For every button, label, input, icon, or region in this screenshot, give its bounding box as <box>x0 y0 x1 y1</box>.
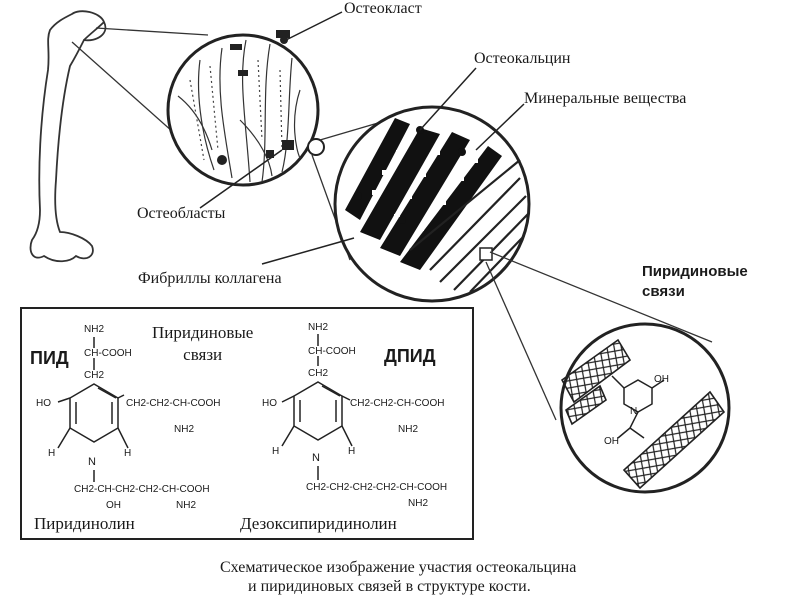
crosslink-inset-circle <box>559 322 731 494</box>
bone-tissue-circle <box>166 30 320 187</box>
label-osteocalcin: Остеокальцин <box>474 50 571 67</box>
collagen-helix-right <box>622 390 726 490</box>
pid-bottom-chain: CH2-CH-CH2-CH2-CH-COOH <box>74 484 210 495</box>
chem-box-title-line1: Пиридиновые <box>152 323 254 342</box>
pid-bottom-nh2: NH2 <box>176 500 197 511</box>
collagen-fibrils-circle <box>333 105 531 303</box>
label-pyridinoline-links: Пиридиновые связи <box>642 262 748 302</box>
dpid-bottom-chain: CH2-CH2-CH2-CH2-CH-COOH <box>306 482 448 493</box>
dpid-h-left: H <box>272 446 280 457</box>
pid-h-right: H <box>124 448 132 459</box>
pid-h-left: H <box>48 448 56 459</box>
chemistry-box <box>20 307 474 540</box>
caption-line2: и пиридиновых связей в структуре кости. <box>248 578 531 595</box>
dpid-ch-cooh: CH-COOH <box>308 346 356 357</box>
dpid-nh2-top: NH2 <box>308 322 329 333</box>
label-pointers <box>199 11 525 265</box>
label-collagen-fibrils: Фибриллы коллагена <box>138 270 282 287</box>
pid-ch2-top: CH2 <box>84 370 105 381</box>
chem-box-title-line2: связи <box>183 345 223 364</box>
label-osteoclast: Остеокласт <box>344 0 422 17</box>
dpid-structure <box>281 334 353 480</box>
pid-ho: HO <box>36 398 51 409</box>
pid-bottom-oh: OH <box>106 500 121 511</box>
pid-ch-cooh: CH-COOH <box>84 348 132 359</box>
caption-line1: Схематическое изображение участия остеок… <box>220 559 577 576</box>
dpid-side-nh2: NH2 <box>398 424 419 435</box>
osteoclast-cells <box>230 30 290 76</box>
zoom-lines-1 <box>71 27 209 141</box>
dpid-name: Дезоксипиридинолин <box>240 514 397 533</box>
label-osteoblasts: Остеобласты <box>137 205 226 222</box>
dpid-ch2-top: CH2 <box>308 368 329 379</box>
zoom-lines-2 <box>485 251 713 421</box>
dpid-ho: HO <box>262 398 277 409</box>
collagen-helix-left <box>560 338 632 426</box>
pid-side-chain: CH2-CH2-CH-COOH <box>126 398 221 409</box>
dpid-n-plus: N <box>312 452 320 464</box>
inset-oh-top: OH <box>654 374 669 385</box>
pid-abbrev: ПИД <box>30 348 69 368</box>
pid-side-nh2: NH2 <box>174 424 195 435</box>
dpid-bottom-nh2: NH2 <box>408 498 429 509</box>
figure-caption: Схематическое изображение участия остеок… <box>220 558 780 596</box>
inset-oh-bottom: OH <box>604 436 619 447</box>
label-pyridinoline-links-line1: Пиридиновые <box>642 263 748 280</box>
femur-bone <box>29 10 107 263</box>
inset-n-plus: N <box>630 406 638 417</box>
pid-name: Пиридинолин <box>34 514 135 533</box>
osteoblast-cells <box>217 140 294 165</box>
pyridine-ring-inset <box>611 375 665 439</box>
pid-structure <box>57 337 129 482</box>
pid-n-plus: N <box>88 456 96 468</box>
dpid-abbrev: ДПИД <box>384 346 436 366</box>
dpid-side-chain: CH2-CH2-CH-COOH <box>350 398 445 409</box>
dpid-h-right: H <box>348 446 356 457</box>
pid-nh2-top: NH2 <box>84 324 105 335</box>
chem-box-title: Пиридиновые связи <box>152 322 253 366</box>
label-minerals: Минеральные вещества <box>524 90 687 107</box>
label-pyridinoline-links-line2: связи <box>642 283 685 300</box>
